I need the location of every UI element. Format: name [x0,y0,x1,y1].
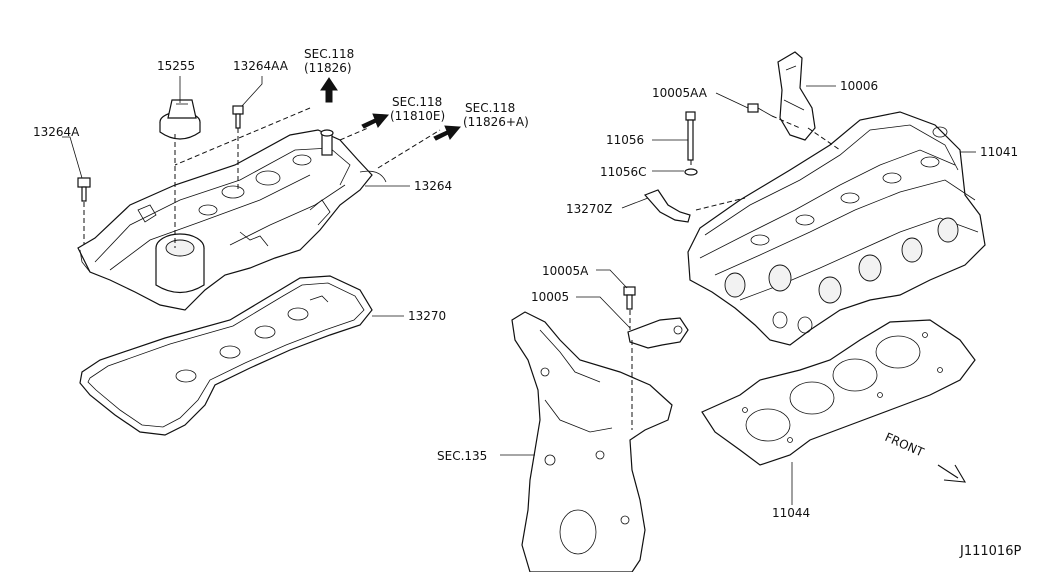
label-11041: 11041 [980,145,1018,159]
oil-filler-cap-drawing [159,99,201,140]
label-13270: 13270 [408,309,446,323]
label-13264A: 13264A [33,125,80,139]
assembly-guide-lines [83,107,841,430]
front-label: FRONT [883,430,927,460]
label-13264: 13264 [414,179,452,193]
label-13270Z: 13270Z [566,202,612,216]
sec118-title-3: SEC.118 [465,101,515,115]
washer-11056C-drawing [684,168,698,176]
sec118-title-1: SEC.118 [304,47,354,61]
label-10006: 10006 [840,79,878,93]
bolt-10005AA-drawing [747,103,773,117]
front-direction-arrow [937,464,967,483]
bracket-10005-drawing [627,317,689,349]
sec118-arrows [320,77,462,141]
bolt-10005A-drawing [623,286,636,310]
sec118-code-3: (11826+A) [463,115,529,129]
sec118-code-1: (11826) [304,61,352,75]
label-sec135: SEC.135 [437,449,487,463]
bracket-10006-drawing [777,51,816,141]
sec118-title-2: SEC.118 [392,95,442,109]
sensor-13270Z-drawing [643,189,691,223]
label-10005A: 10005A [542,264,589,278]
cylinder-head-drawing [687,111,986,346]
front-cover-drawing [511,311,673,572]
bolt-13264A-drawing [77,177,91,202]
label-11044: 11044 [772,506,810,520]
label-10005: 10005 [531,290,569,304]
label-13264AA: 13264AA [233,59,289,73]
label-15255: 15255 [157,59,195,73]
bolt-11056-drawing [685,111,696,161]
rocker-cover-gasket-drawing [79,275,373,436]
head-gasket-drawing [701,319,976,466]
bolt-13264AA-drawing [232,105,244,129]
leader-lines [62,76,976,505]
label-10005AA: 10005AA [652,86,708,100]
diagram-id: J111016P [959,544,1021,559]
label-11056C: 11056C [600,165,647,179]
rocker-cover-drawing [77,129,387,311]
label-11056: 11056 [606,133,644,147]
sec118-code-2: (11810E) [390,109,445,123]
